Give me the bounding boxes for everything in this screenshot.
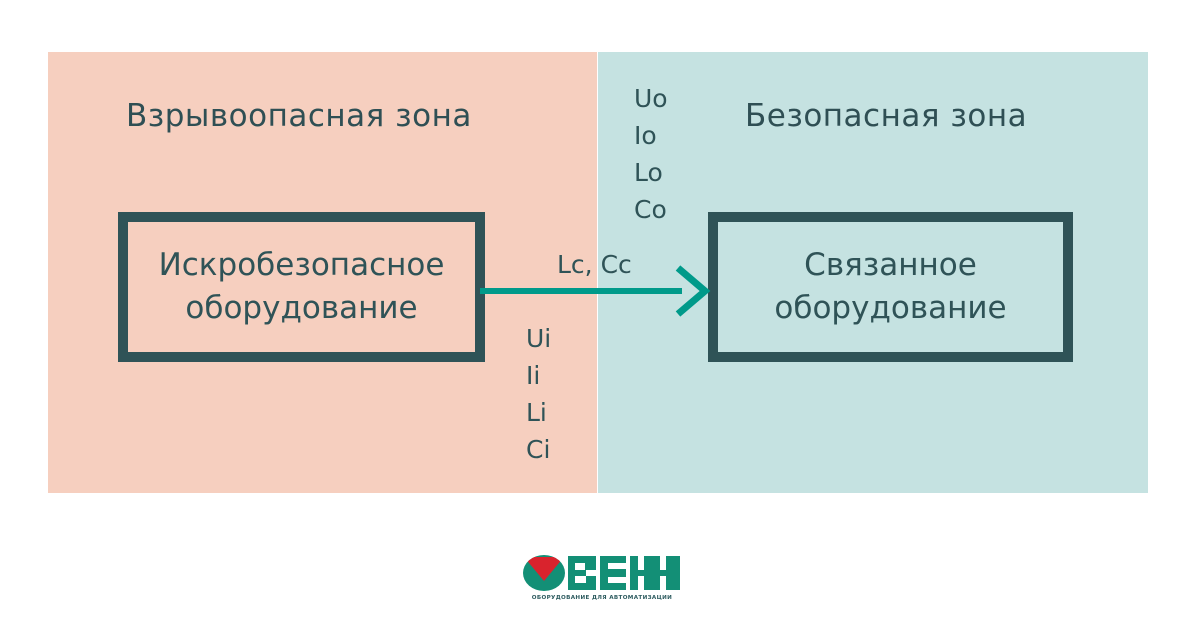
intrinsically-safe-line-2: оборудование: [185, 290, 418, 326]
parameter-uo: Uo: [634, 84, 668, 113]
cable-parameters-label: Lc, Cc: [557, 250, 632, 279]
parameter-li: Li: [526, 398, 547, 427]
connection-arrow: [480, 265, 711, 317]
intrinsically-safe-equipment-box: Искробезопасное оборудование: [118, 212, 485, 362]
associated-line-1: Связанное: [804, 247, 977, 284]
oven-logo: ОБОРУДОВАНИЕ ДЛЯ АВТОМАТИЗАЦИИ: [520, 553, 684, 609]
hazardous-zone-title: Взрывоопасная зона: [126, 98, 472, 134]
safe-zone-title: Безопасная зона: [745, 98, 1028, 134]
hazard-zone-parameter-list: Ui Ii Li Ci: [526, 320, 551, 468]
intrinsically-safe-line-1: Искробезопасное: [158, 247, 445, 284]
hazardous-zone-area: [48, 52, 597, 493]
parameter-io: Io: [634, 121, 657, 150]
logo-tagline: ОБОРУДОВАНИЕ ДЛЯ АВТОМАТИЗАЦИИ: [531, 595, 673, 601]
safe-zone-parameter-list: Uo Io Lo Co: [634, 80, 668, 228]
parameter-ii: Ii: [526, 361, 541, 390]
parameter-ci: Ci: [526, 435, 551, 464]
associated-equipment-box: Связанное оборудование: [708, 212, 1073, 362]
parameter-lo: Lo: [634, 158, 663, 187]
oven-logo-mark: [523, 555, 680, 591]
safe-zone-area: [598, 52, 1148, 493]
arrow-head: [675, 265, 711, 317]
parameter-co: Co: [634, 195, 667, 224]
parameter-ui: Ui: [526, 324, 552, 353]
associated-line-2: оборудование: [774, 290, 1007, 326]
